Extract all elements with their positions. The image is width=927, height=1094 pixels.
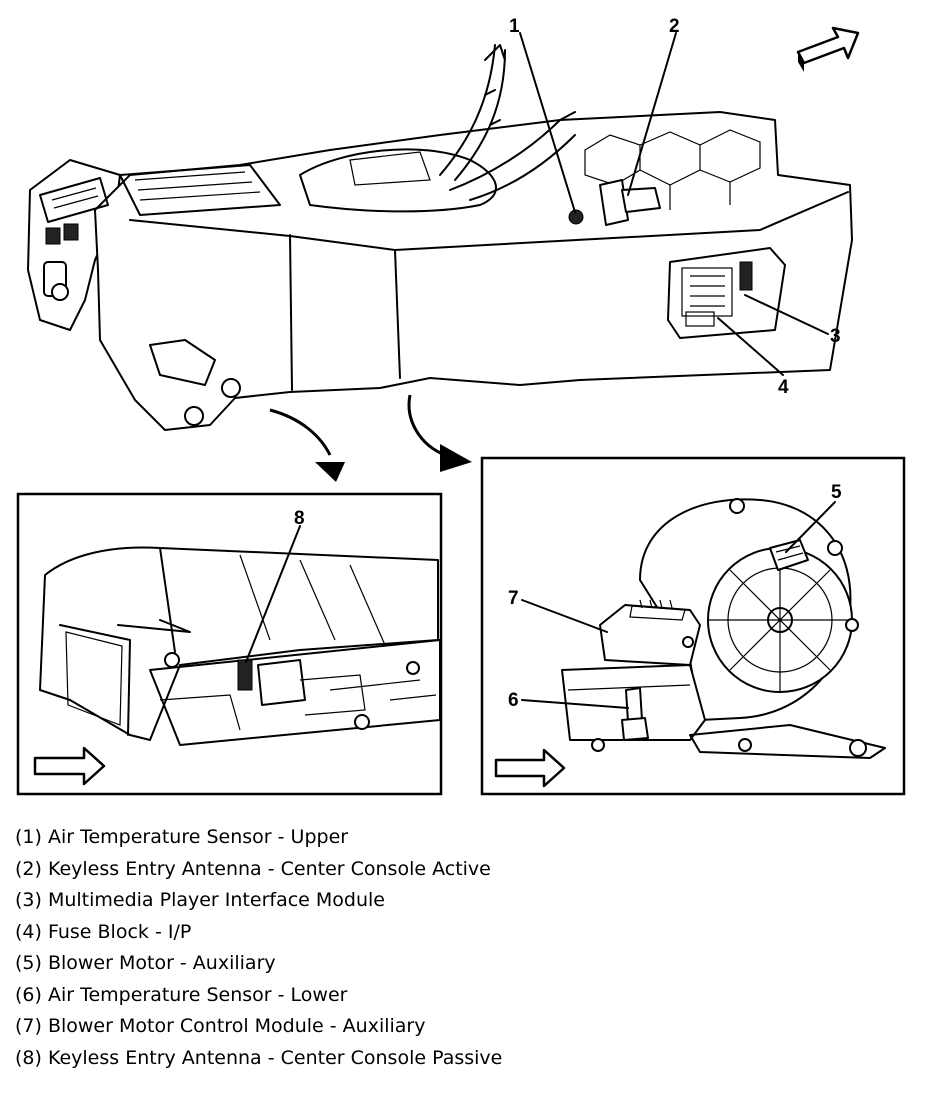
forward-arrow-icon <box>33 746 106 786</box>
curved-arrow-icon <box>269 408 345 482</box>
legend-item: (3) Multimedia Player Interface Module <box>15 889 385 911</box>
blower-assembly-illustration <box>561 498 886 759</box>
legend-item: (6) Air Temperature Sensor - Lower <box>15 983 348 1006</box>
leader-lines <box>245 32 836 709</box>
callout-3: 3 <box>830 326 841 347</box>
console-underside-illustration <box>39 546 441 746</box>
legend-item: (1) Air Temperature Sensor - Upper <box>15 826 349 848</box>
callout-5: 5 <box>831 482 842 503</box>
component-legend: (1) Air Temperature Sensor - Upper (2) K… <box>15 822 502 1074</box>
callout-2: 2 <box>669 16 680 37</box>
callout-8: 8 <box>294 508 305 529</box>
curved-arrow-icon <box>407 394 472 472</box>
center-console-illustration <box>27 44 853 431</box>
console-component-diagram: 1 2 3 4 5 6 7 8 <box>16 16 906 796</box>
callout-4: 4 <box>778 377 789 398</box>
legend-item: (4) Fuse Block - I/P <box>15 920 192 943</box>
forward-arrow-icon <box>494 748 566 788</box>
legend-item: (7) Blower Motor Control Module - Auxili… <box>15 1015 426 1037</box>
callout-6: 6 <box>508 690 519 711</box>
legend-item: (2) Keyless Entry Antenna - Center Conso… <box>15 857 491 880</box>
legend-item: (8) Keyless Entry Antenna - Center Conso… <box>15 1046 503 1069</box>
callout-1: 1 <box>509 16 520 37</box>
forward-arrow-icon <box>796 26 860 72</box>
callout-7: 7 <box>508 588 519 609</box>
legend-item: (5) Blower Motor - Auxiliary <box>15 952 276 974</box>
